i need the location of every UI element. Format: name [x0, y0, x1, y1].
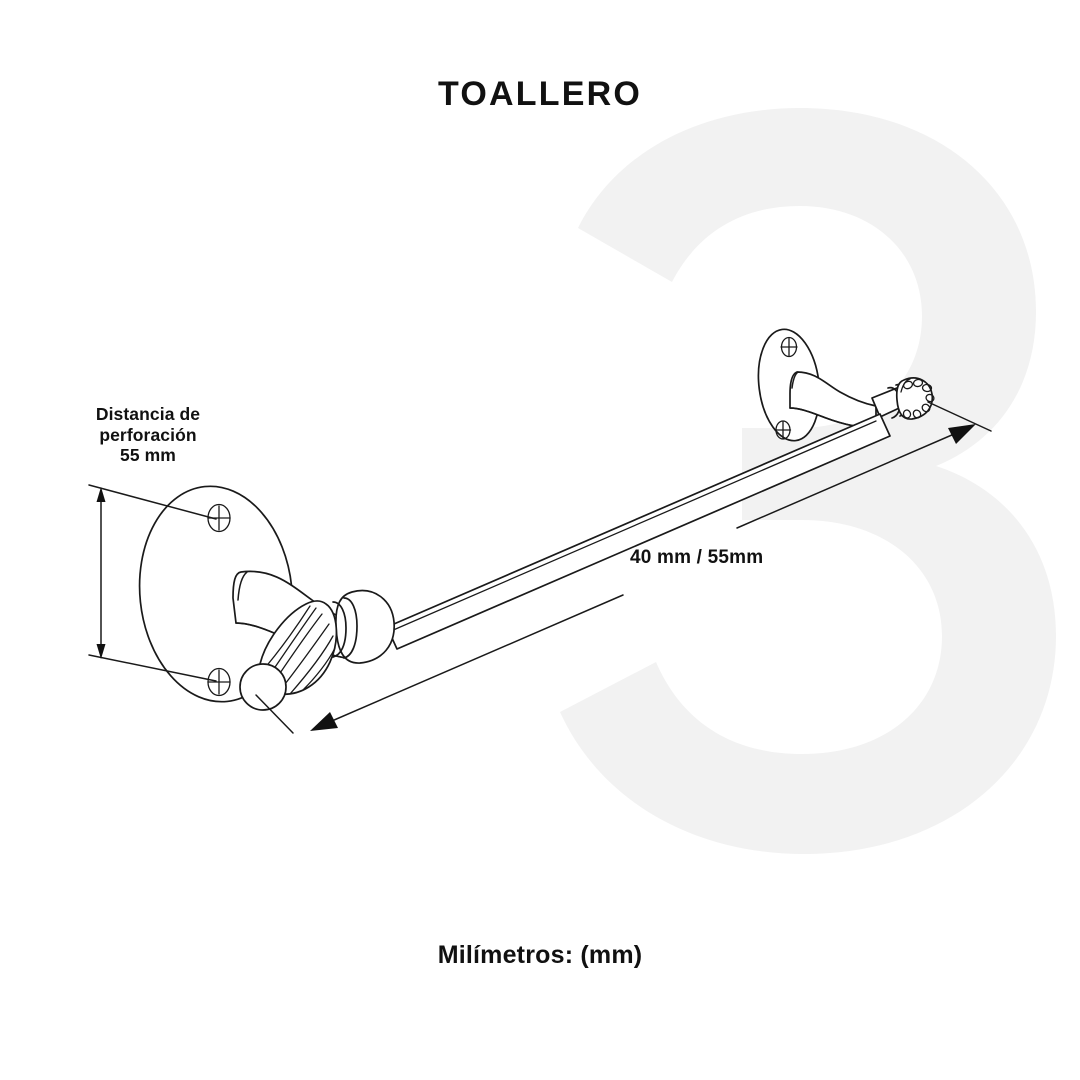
right-bracket	[757, 328, 935, 442]
drill-arrow-top	[96, 487, 106, 502]
left-bar-knob	[335, 589, 395, 664]
left-bracket	[138, 485, 395, 711]
drill-ext-line-bottom	[88, 654, 217, 682]
bar-dim-ext-left	[255, 694, 294, 734]
bar-dim-line-left-seg	[317, 594, 624, 728]
drill-distance-line-3: 55 mm	[120, 445, 176, 466]
bar-projection-label: 40 mm / 55mm	[630, 547, 764, 568]
left-collar-ring-1	[343, 597, 358, 659]
right-plate-screw-hole-bottom	[774, 420, 792, 440]
watermark-digit-3	[560, 108, 1056, 854]
bar-highlight	[390, 420, 877, 632]
right-neck-crease	[791, 371, 799, 389]
bar-dim-line-right-seg	[736, 427, 969, 529]
drill-distance-dimension	[88, 484, 217, 682]
drill-ext-line-top	[88, 484, 217, 520]
page-title: TOALLERO	[438, 75, 642, 113]
drill-distance-line-2: perforación	[99, 424, 197, 445]
bar-projection-dimension	[255, 401, 992, 734]
bar-body	[386, 413, 891, 650]
right-plate-screw-hole-top	[780, 336, 798, 358]
drill-arrow-bottom	[96, 644, 106, 659]
left-neck-crease	[237, 571, 248, 601]
bar-dim-ext-right	[927, 401, 992, 432]
bar-dim-arrow-left	[310, 712, 338, 731]
left-finial-ball-tip	[239, 663, 287, 711]
left-collar-ring-2	[332, 601, 347, 658]
units-caption: Milímetros: (mm)	[437, 941, 643, 969]
left-plate-screw-hole-bottom	[207, 667, 231, 697]
drill-distance-label: Distancia de perforación 55 mm	[38, 404, 258, 466]
towel-bar	[386, 413, 891, 650]
bar-dim-arrow-right	[948, 424, 976, 444]
right-finial-flutes	[900, 378, 935, 419]
drill-distance-line-1: Distancia de	[95, 404, 201, 424]
